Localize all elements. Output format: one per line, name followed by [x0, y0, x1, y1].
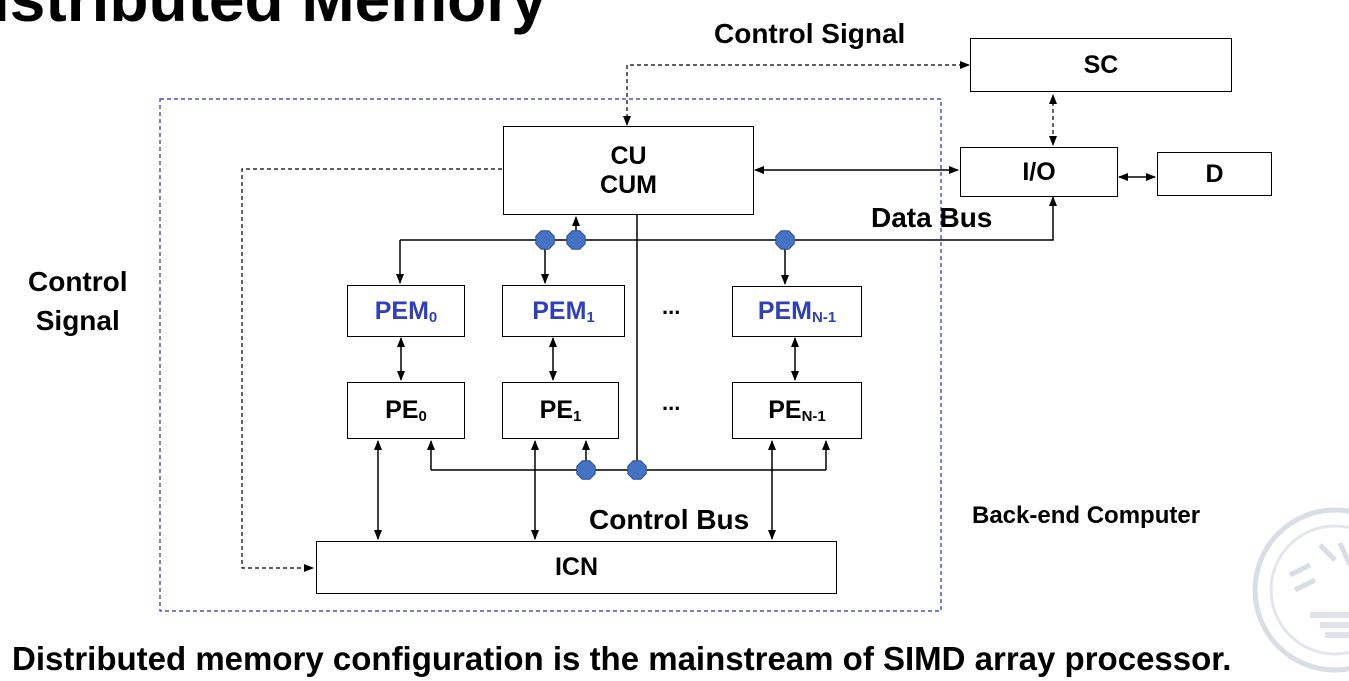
back-end-boundary — [159, 98, 942, 612]
data-bus-node-1 — [535, 230, 555, 250]
pem-n-1-label: PEMN-1 — [757, 297, 837, 327]
cum-label: CUM — [600, 170, 657, 199]
pem-1-label: PEM1 — [532, 296, 595, 326]
pe-1-box: PE1 — [502, 382, 619, 439]
slide-title-fragment: istributed Memory — [0, 0, 547, 36]
pem-1-box: PEM1 — [502, 285, 625, 337]
data-bus-node-3 — [775, 230, 795, 250]
pem-n-1-box: PEMN-1 — [732, 286, 862, 337]
control-bus-label: Control Bus — [589, 504, 750, 535]
control-signal-line-sc — [623, 61, 970, 126]
d-label: D — [1205, 159, 1224, 188]
control-signal-top-label: Control Signal — [714, 18, 906, 49]
university-seal-icon — [1252, 507, 1349, 673]
io-label: I/O — [1022, 157, 1056, 186]
icn-box: ICN — [316, 541, 837, 594]
control-bus-node-1 — [576, 460, 596, 480]
back-end-computer-label: Back-end Computer — [972, 502, 1201, 529]
data-bus-line — [400, 196, 1057, 241]
control-signal-line-icn — [241, 168, 747, 572]
cu-label: CU — [610, 141, 647, 170]
cu-box: CU CUM — [503, 126, 754, 215]
sc-label: SC — [1083, 50, 1119, 79]
d-box: D — [1157, 152, 1272, 196]
pe-n-1-box: PEN-1 — [732, 382, 862, 439]
io-box: I/O — [960, 147, 1118, 197]
pem-0-box: PEM0 — [347, 285, 465, 337]
pe-1-label: PE1 — [539, 396, 582, 426]
pe-0-box: PE0 — [347, 382, 465, 439]
data-bus-label: Data Bus — [871, 202, 993, 233]
caption-text: Distributed memory configuration is the … — [12, 640, 1232, 677]
icn-label: ICN — [554, 553, 599, 582]
pe-ellipsis: ... — [662, 390, 681, 415]
control-signal-left-label: Control Signal — [28, 266, 128, 337]
pe-n-1-label: PEN-1 — [768, 396, 826, 426]
data-bus-node-2 — [566, 230, 586, 250]
pem-ellipsis: ... — [662, 294, 681, 319]
control-bus-node-2 — [627, 460, 647, 480]
pem-0-label: PEM0 — [374, 296, 438, 326]
sc-box: SC — [970, 38, 1232, 92]
pe-0-label: PE0 — [385, 396, 427, 426]
